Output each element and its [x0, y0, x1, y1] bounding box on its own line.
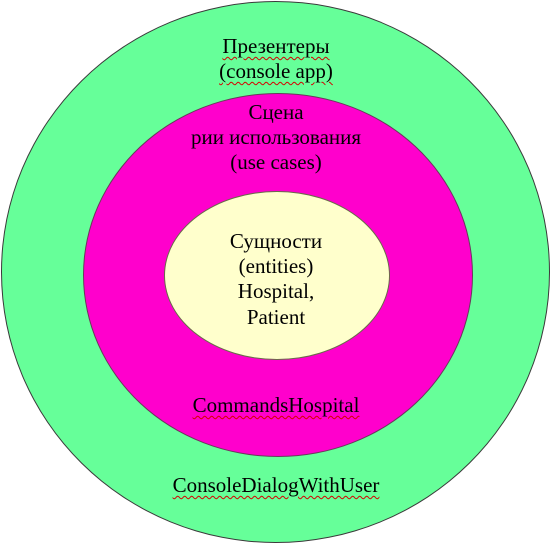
- inner-layer-entities: [164, 191, 390, 360]
- inner-title-line4: Patient: [246, 304, 306, 329]
- middle-class-name: CommandsHospital: [192, 393, 360, 417]
- inner-title: Сущности (entities) Hospital, Patient: [0, 229, 552, 330]
- outer-class-name: ConsoleDialogWithUser: [172, 473, 380, 497]
- inner-title-line2: (entities): [238, 254, 314, 279]
- outer-title: Презентеры (console app): [0, 34, 552, 84]
- middle-title-line2: рии использования: [190, 125, 362, 150]
- middle-title-line1: Сцена: [248, 100, 304, 124]
- middle-title-line3: (use cases): [230, 150, 322, 175]
- outer-title-line2: (console app): [219, 59, 333, 84]
- inner-title-line3: Hospital,: [237, 279, 315, 304]
- inner-title-line1: Сущности: [229, 229, 323, 253]
- outer-title-line1: Презентеры: [222, 34, 330, 58]
- middle-title: Сцена рии использования (use cases): [0, 100, 552, 176]
